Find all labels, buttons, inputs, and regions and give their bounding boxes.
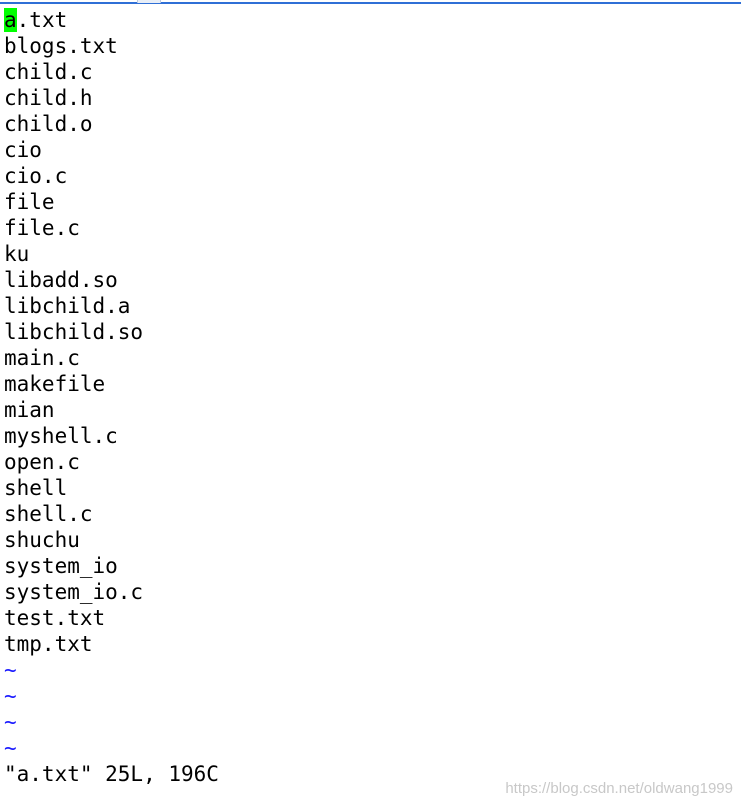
buffer-line[interactable]: child.o <box>4 112 93 136</box>
empty-line-tilde: ~ <box>4 684 17 708</box>
buffer-line[interactable]: shuchu <box>4 528 80 552</box>
buffer-line[interactable]: tmp.txt <box>4 632 93 656</box>
buffer-line[interactable]: open.c <box>4 450 80 474</box>
buffer-line-1-rest: .txt <box>16 8 68 32</box>
empty-line-tilde: ~ <box>4 710 17 734</box>
vim-buffer[interactable]: a.txt blogs.txt child.c child.h child.o … <box>4 7 741 761</box>
window-top-edge <box>0 0 741 4</box>
buffer-line[interactable]: file <box>4 190 55 214</box>
buffer-line[interactable]: main.c <box>4 346 80 370</box>
command-status-line: "a.txt" 25L, 196C <box>4 762 219 786</box>
buffer-line[interactable]: libchild.so <box>4 320 144 344</box>
buffer-line[interactable]: mian <box>4 398 55 422</box>
window-top-border <box>0 2 741 4</box>
empty-line-tilde: ~ <box>4 658 17 682</box>
buffer-line[interactable]: child.h <box>4 86 93 110</box>
buffer-line[interactable]: makefile <box>4 372 106 396</box>
buffer-line[interactable]: cio.c <box>4 164 68 188</box>
buffer-line[interactable]: child.c <box>4 60 93 84</box>
buffer-line[interactable]: shell <box>4 476 68 500</box>
buffer-line[interactable]: libchild.a <box>4 294 131 318</box>
buffer-line[interactable]: shell.c <box>4 502 93 526</box>
empty-line-tilde: ~ <box>4 736 17 760</box>
buffer-line[interactable]: cio <box>4 138 42 162</box>
text-cursor: a <box>4 8 17 32</box>
buffer-line[interactable]: system_io <box>4 554 118 578</box>
buffer-line[interactable]: test.txt <box>4 606 106 630</box>
buffer-line[interactable]: blogs.txt <box>4 34 118 58</box>
buffer-line-1[interactable]: a.txt <box>4 7 741 33</box>
buffer-line[interactable]: file.c <box>4 216 80 240</box>
watermark-text: https://blog.csdn.net/oldwang1999 <box>505 780 733 797</box>
tab-notch <box>137 0 161 3</box>
buffer-line[interactable]: libadd.so <box>4 268 118 292</box>
buffer-line[interactable]: system_io.c <box>4 580 144 604</box>
buffer-line[interactable]: ku <box>4 242 30 266</box>
buffer-line[interactable]: myshell.c <box>4 424 118 448</box>
